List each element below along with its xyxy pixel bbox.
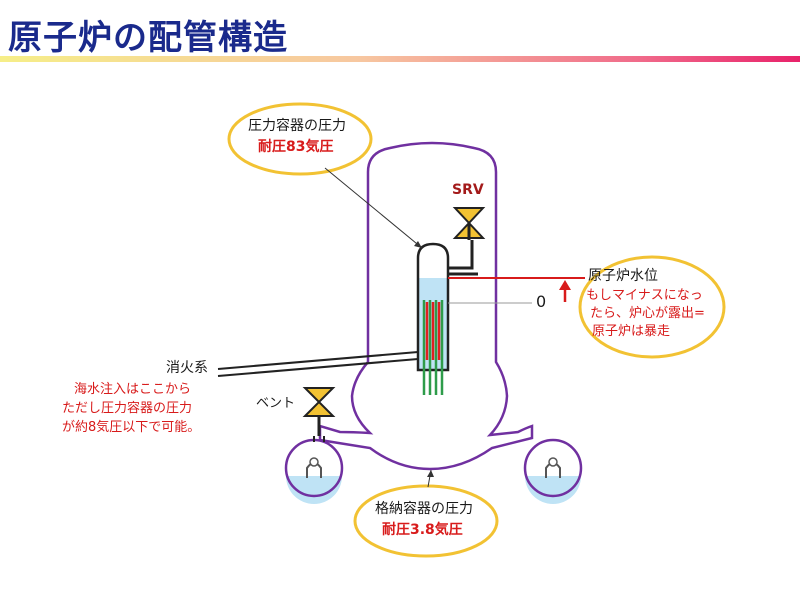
fire-note-1: 海水注入はここから xyxy=(74,382,192,397)
rpv-pressure-label: 圧力容器の圧力 xyxy=(248,118,346,134)
vent-label: ベント xyxy=(256,396,296,411)
water-level-label: 原子炉水位 xyxy=(588,268,658,284)
up-arrow-icon xyxy=(559,280,571,302)
rpv-pointer-arrow xyxy=(324,167,423,249)
fire-extinguishing-pipe xyxy=(217,351,419,377)
water-level-callout xyxy=(578,255,726,359)
title-underline-bar xyxy=(0,56,800,62)
fire-note-3: が約8気圧以下で可能。 xyxy=(62,420,201,435)
left-suppression-chamber xyxy=(284,438,344,504)
pcv-pressure-label: 格納容器の圧力 xyxy=(375,501,473,517)
fire-line-label: 消火系 xyxy=(166,360,208,376)
vent-valve-icon xyxy=(302,387,336,442)
rpv-pressure-callout xyxy=(227,102,373,176)
fire-note-2: ただし圧力容器の圧力 xyxy=(62,401,193,416)
pcv-pressure-rating: 耐圧3.8気圧 xyxy=(382,522,463,538)
pcv-pointer-arrow xyxy=(427,469,434,488)
rpv-pressure-rating: 耐圧83気圧 xyxy=(258,139,334,155)
fuel-assembly xyxy=(422,300,444,395)
containment-vessel-outline xyxy=(318,141,534,471)
pcv-pressure-callout xyxy=(353,484,499,558)
right-suppression-chamber xyxy=(523,438,583,504)
zero-mark-label: 0 xyxy=(536,292,547,311)
page-title: 原子炉の配管構造 xyxy=(8,18,288,58)
water-level-note-2: たら、炉心が露出= xyxy=(590,306,705,321)
water-level-note-3: 原子炉は暴走 xyxy=(592,324,671,339)
water-level-note-1: もしマイナスになっ xyxy=(586,288,703,303)
srv-valve-icon xyxy=(448,207,486,276)
srv-label: SRV xyxy=(452,182,484,198)
